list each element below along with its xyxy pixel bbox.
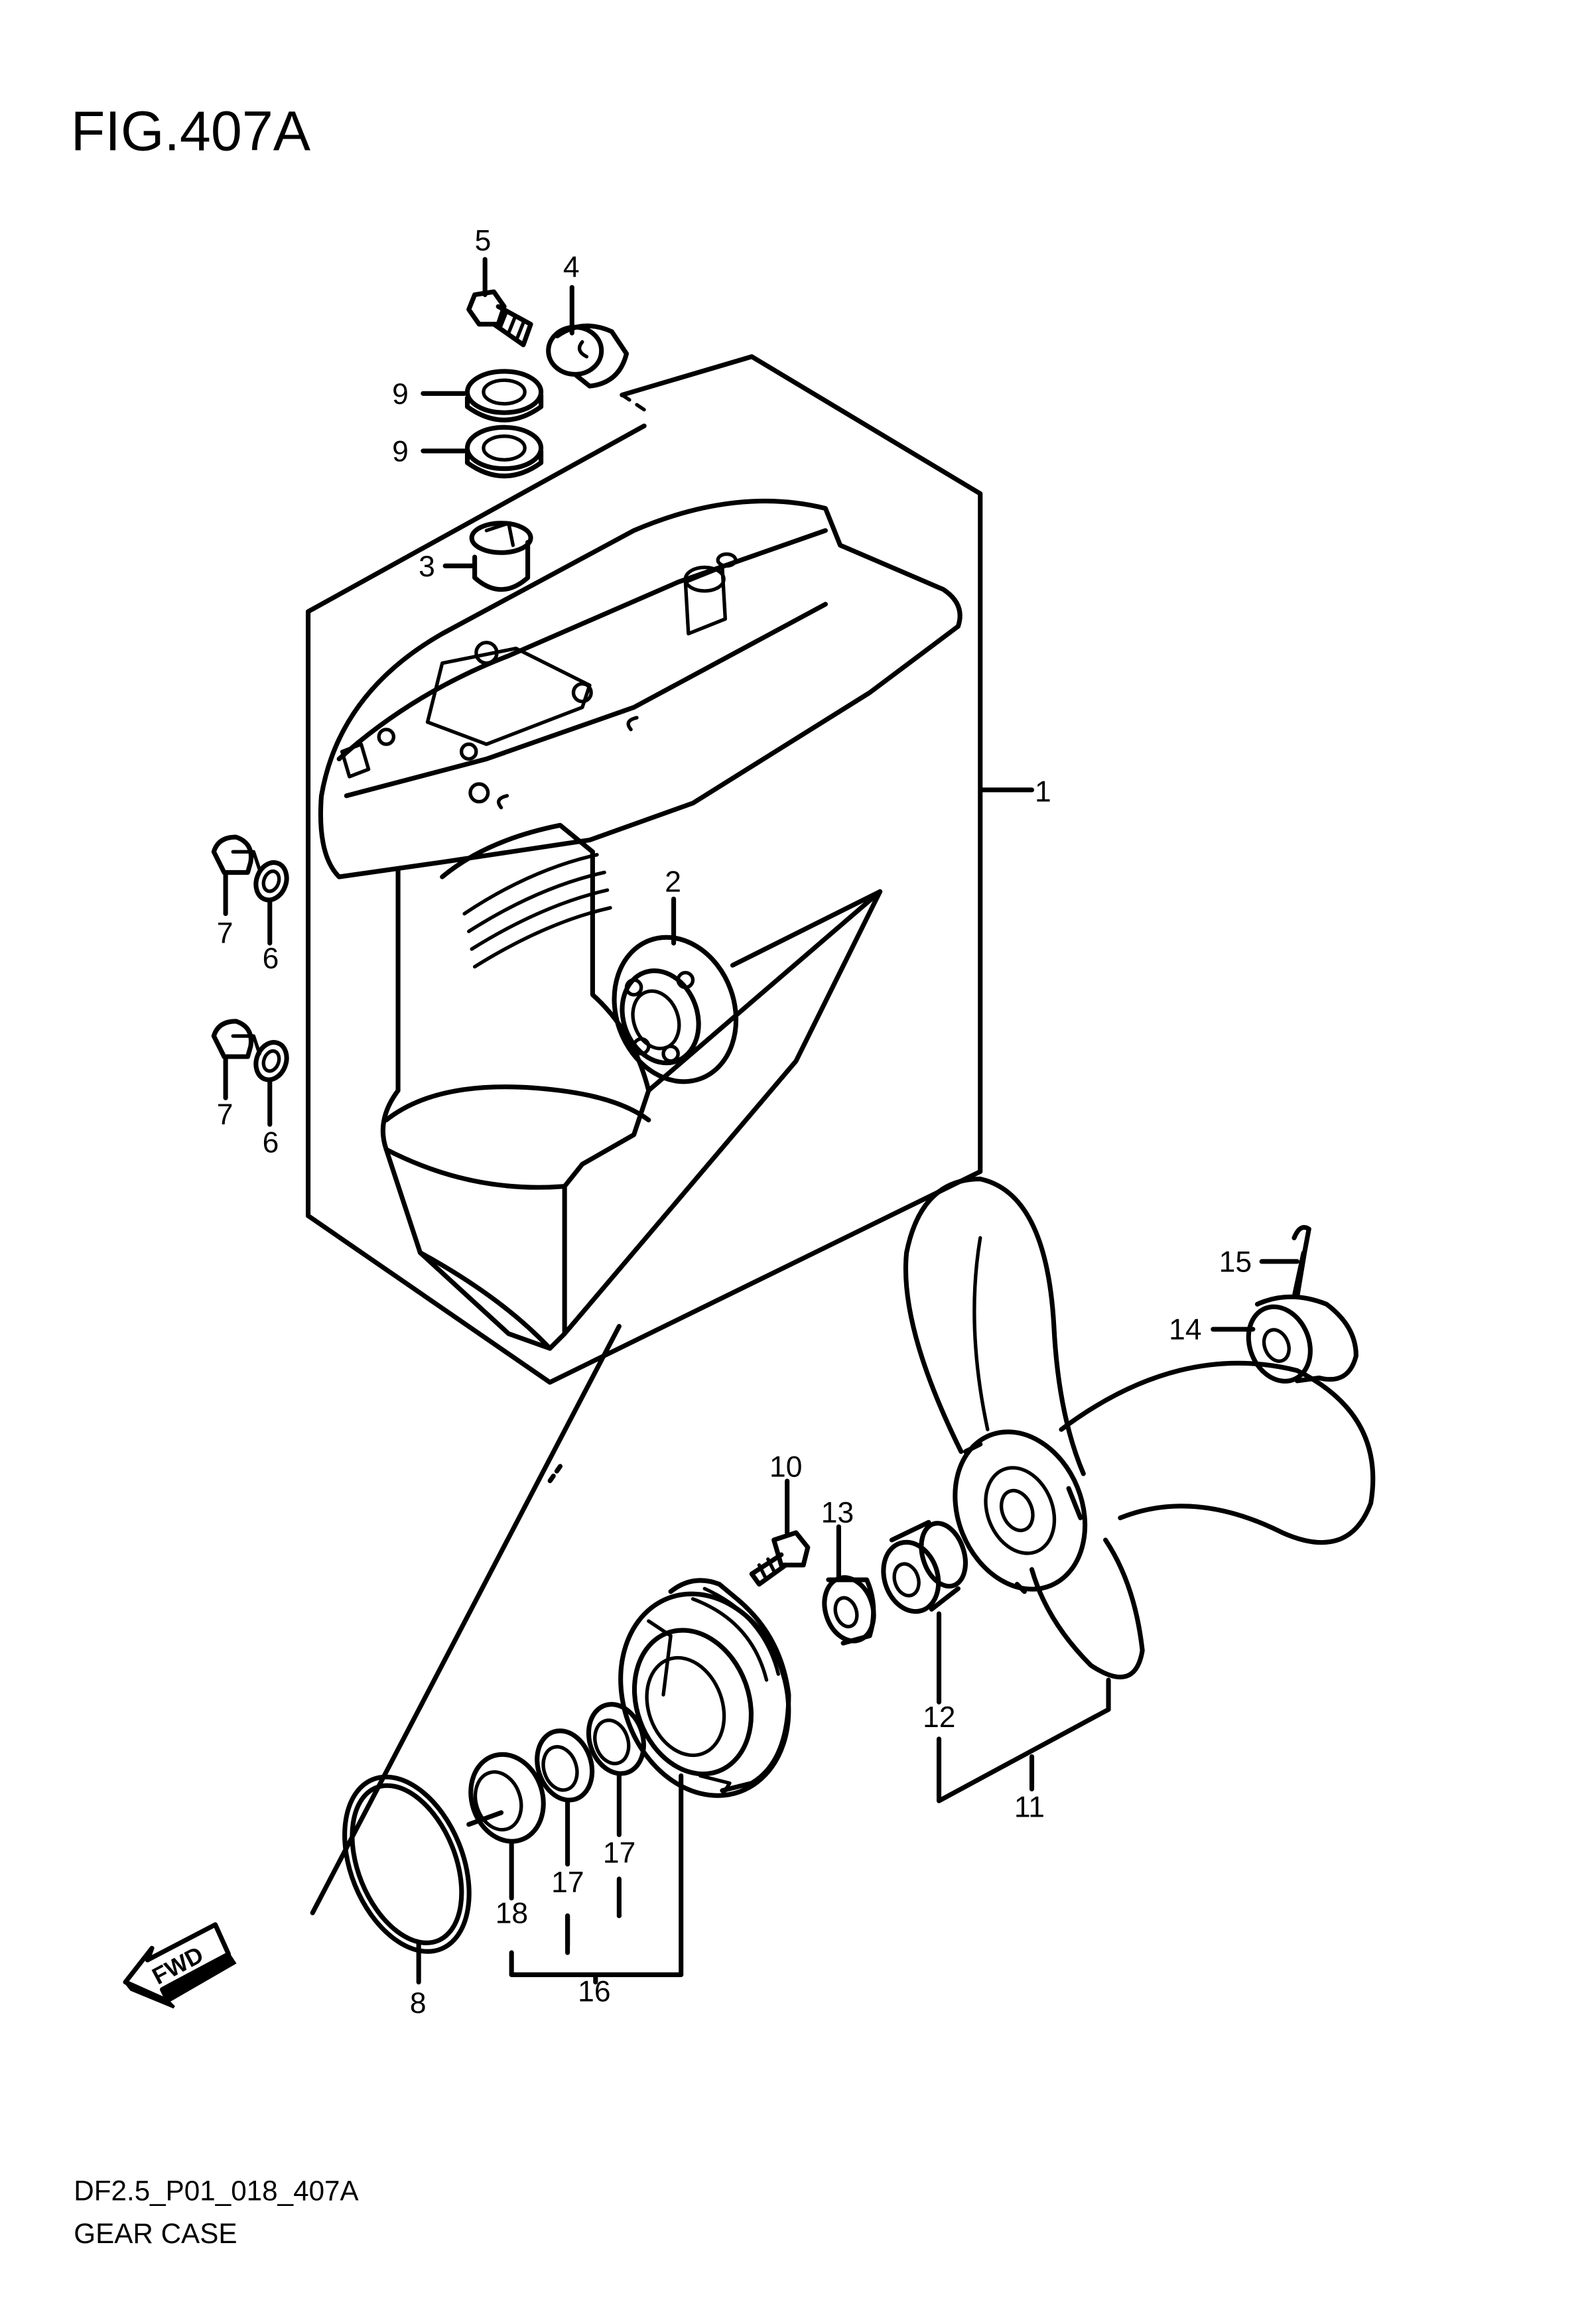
oil-seal-17-right — [586, 1702, 646, 1776]
callout-7-upper: 7 — [217, 917, 233, 950]
callout-15: 15 — [1219, 1246, 1252, 1279]
callout-8: 8 — [410, 1987, 427, 2020]
leader-lines — [223, 257, 1300, 1985]
callout-9-lower: 9 — [392, 435, 409, 468]
drain-plug-7-lower — [211, 1019, 261, 1059]
bearing-18 — [468, 1752, 546, 1844]
figure-title: FIG.407A — [71, 100, 311, 162]
callout-6-upper: 6 — [263, 942, 279, 975]
figure-name: GEAR CASE — [74, 2218, 237, 2249]
callout-16: 16 — [578, 1975, 610, 2008]
callout-9-upper: 9 — [392, 378, 409, 411]
callout-4: 4 — [563, 251, 580, 284]
callouts: 1 2 3 4 5 6 6 7 7 8 9 9 10 11 12 13 14 1… — [217, 225, 1252, 2020]
cap-4 — [546, 323, 630, 389]
callout-6-lower: 6 — [263, 1127, 279, 1159]
propeller-shaft-housing — [618, 1578, 791, 1798]
ball-bearing-2 — [612, 935, 739, 1084]
propeller-11 — [903, 1176, 1376, 1680]
drain-plug-7-upper — [211, 834, 261, 875]
callout-7-lower: 7 — [217, 1098, 233, 1131]
callout-13: 13 — [821, 1496, 854, 1529]
fwd-direction-arrow: FWD — [123, 1922, 237, 2009]
callout-14: 14 — [1169, 1314, 1201, 1346]
bushing-3 — [469, 521, 533, 592]
callout-3: 3 — [419, 550, 435, 583]
oil-seal-9-upper — [464, 369, 544, 422]
figure-code: DF2.5_P01_018_407A — [74, 2175, 359, 2206]
spacer-13 — [822, 1575, 876, 1646]
callout-1: 1 — [1035, 776, 1051, 808]
o-ring-8 — [342, 1774, 472, 1954]
callout-12: 12 — [923, 1701, 955, 1734]
gear-case-housing — [305, 354, 983, 1385]
gasket-6-lower — [253, 1040, 289, 1082]
callout-17-right: 17 — [603, 1837, 635, 1870]
prop-nut-14 — [1246, 1294, 1359, 1384]
bushing-12 — [881, 1519, 968, 1614]
callout-18: 18 — [496, 1898, 528, 1930]
callout-5: 5 — [475, 225, 492, 257]
bolt-5 — [466, 289, 533, 348]
callout-17-left: 17 — [551, 1866, 584, 1899]
oil-seal-9-lower — [464, 424, 544, 479]
cotter-pin-15 — [1292, 1225, 1311, 1299]
callout-10: 10 — [769, 1451, 802, 1483]
callout-2: 2 — [665, 866, 681, 898]
oil-seal-17-left — [535, 1728, 595, 1803]
callout-11: 11 — [1014, 1791, 1045, 1824]
bolt-10 — [749, 1530, 811, 1587]
gasket-6-upper — [253, 860, 289, 903]
